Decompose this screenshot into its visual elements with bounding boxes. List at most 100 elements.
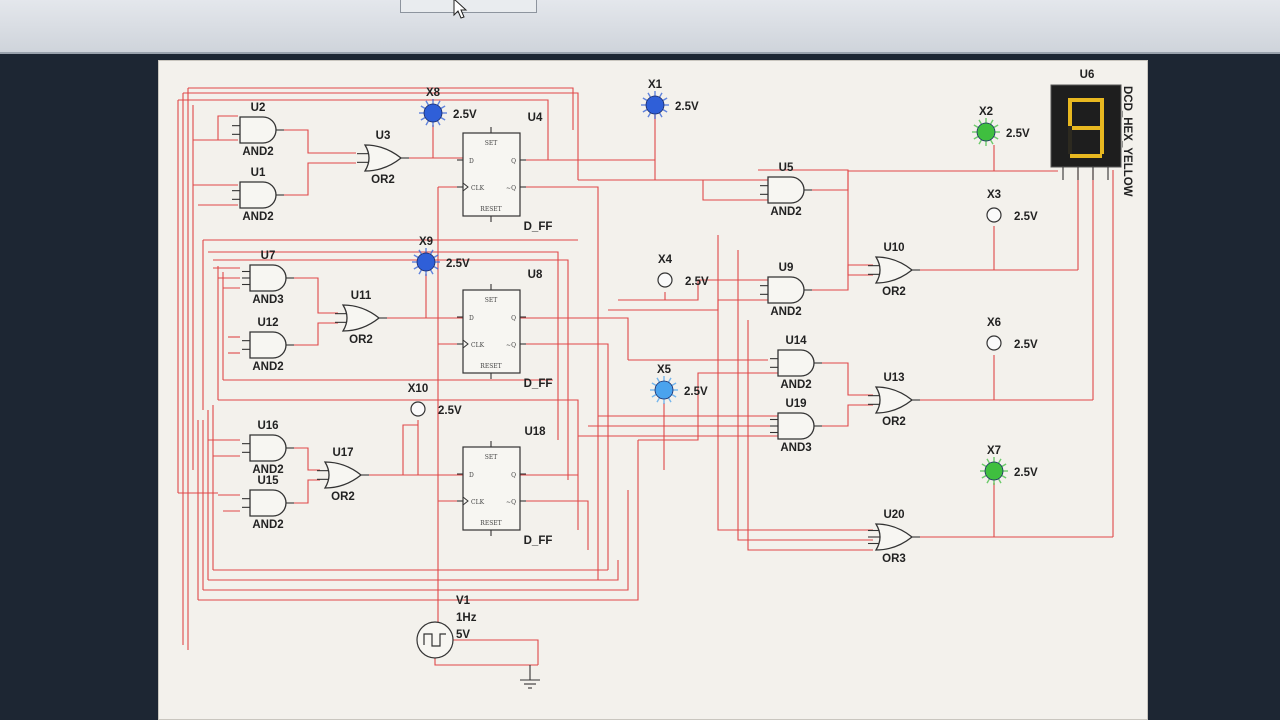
- gate-type-label: OR2: [371, 174, 395, 186]
- probe-x9[interactable]: X92.5V: [412, 236, 470, 276]
- probe-ref-label: X7: [987, 445, 1001, 457]
- gate-type-label: AND2: [242, 211, 273, 223]
- segment-c: [1100, 126, 1104, 154]
- gate-ref-label: U15: [257, 475, 279, 487]
- probe-ref-label: X6: [987, 317, 1001, 329]
- and-gate-body-icon: [239, 181, 277, 209]
- probe-lamp-lit-icon: [654, 380, 674, 400]
- and-gate-body-icon: [249, 264, 287, 292]
- probe-x1[interactable]: X1 2.5V: [641, 79, 699, 119]
- segment-e: [1068, 126, 1072, 154]
- flipflop-ref-label: U4: [528, 112, 543, 124]
- clock-edge-icon: [462, 182, 469, 192]
- gate-type-label: OR2: [349, 334, 373, 346]
- flipflop-qn-text: ~Q: [506, 342, 516, 349]
- probe-x5[interactable]: X52.5V: [650, 364, 708, 404]
- gate-type-label: AND2: [252, 361, 283, 373]
- flipflop-reset-text: RESET: [480, 363, 501, 370]
- mouse-cursor-icon: [453, 0, 468, 19]
- wire: [806, 170, 998, 191]
- flipflop-type-label: D_FF: [524, 378, 553, 390]
- wire: [213, 259, 569, 480]
- toolbar: [0, 0, 1280, 54]
- circuit-schematic: U2AND2U1AND2U3OR2U7AND3U12AND2U11OR2U16A…: [177, 69, 1133, 689]
- display-name-label: DCD_HEX_YELLOW: [1121, 86, 1133, 197]
- wire: [618, 279, 768, 301]
- gate-type-label: OR2: [882, 416, 906, 428]
- toolbar-button-group[interactable]: [400, 0, 537, 13]
- probe-lamp-lit-icon: [423, 103, 443, 123]
- probe-ref-label: X9: [419, 236, 433, 248]
- wire: [208, 251, 559, 440]
- or-gate-body-icon: [874, 386, 914, 414]
- flipflop-d-text: D: [469, 158, 474, 165]
- probe-voltage-label: 2.5V: [684, 386, 708, 398]
- probe-x4[interactable]: X42.5V: [657, 254, 709, 288]
- probe-x7[interactable]: X72.5V: [980, 445, 1038, 485]
- gate-type-label: AND3: [252, 294, 283, 306]
- probe-x2[interactable]: X22.5V: [972, 106, 1030, 146]
- probe-ref-label: X8: [426, 87, 441, 99]
- flipflop-set-text: SET: [485, 454, 498, 461]
- wire: [747, 320, 873, 551]
- gate-ref-label: U11: [351, 290, 372, 302]
- flipflop-q-text: Q: [511, 158, 516, 165]
- probe-lamp-off-icon: [986, 335, 1002, 351]
- wire: [218, 399, 579, 530]
- wire: [548, 159, 768, 181]
- probe-lamp-off-icon: [986, 207, 1002, 223]
- wire: [217, 115, 238, 140]
- flipflop-set-text: SET: [485, 140, 498, 147]
- probe-x8[interactable]: X8 2.5V: [419, 87, 477, 127]
- probe-x6[interactable]: X62.5V: [986, 317, 1038, 351]
- probe-voltage-label: 2.5V: [438, 405, 462, 417]
- gate-type-label: OR3: [882, 553, 906, 565]
- segment-a: [1070, 98, 1102, 102]
- and-gate-body-icon: [767, 276, 805, 304]
- probe-ref-label: X1: [648, 79, 663, 91]
- flipflop-type-label: D_FF: [524, 535, 553, 547]
- gate-ref-label: U20: [883, 509, 904, 521]
- probe-voltage-label: 2.5V: [675, 101, 699, 113]
- wire: [366, 424, 418, 476]
- gate-ref-label: U16: [257, 420, 278, 432]
- flipflop-q-text: Q: [511, 472, 516, 479]
- source-freq-label: 1Hz: [456, 612, 477, 624]
- gate-ref-label: U3: [376, 130, 391, 142]
- wire: [288, 447, 320, 471]
- ground-icon: [520, 665, 540, 689]
- clock-edge-icon: [462, 496, 469, 506]
- wire: [178, 99, 549, 160]
- wire: [183, 92, 579, 180]
- wire: [198, 440, 639, 601]
- flipflop-reset-text: RESET: [480, 206, 501, 213]
- probe-voltage-label: 2.5V: [453, 109, 477, 121]
- wire: [434, 658, 538, 666]
- probe-x3[interactable]: X32.5V: [986, 189, 1038, 223]
- probe-voltage-label: 2.5V: [1014, 211, 1038, 223]
- gate-ref-label: U19: [785, 398, 806, 410]
